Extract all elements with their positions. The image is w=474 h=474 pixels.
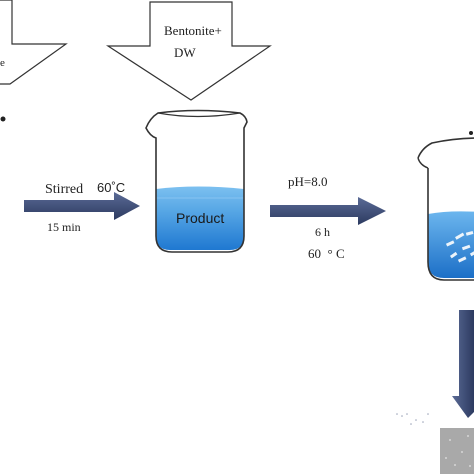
- beaker-1: [145, 109, 248, 253]
- step1-condition: Stirred: [45, 182, 84, 197]
- center-input-line2: DW: [174, 45, 196, 60]
- beaker-1-label: Product: [176, 210, 225, 226]
- beaker-1-liquid: [156, 186, 244, 250]
- process-arrow-2: [270, 197, 386, 225]
- marker-dot: [0, 116, 6, 122]
- center-input-arrow: [105, 1, 272, 101]
- beaker-2-glass: [417, 137, 474, 281]
- step1-time: 15 min: [47, 220, 81, 234]
- faint-marks: [396, 413, 429, 425]
- step2-temperature: 60 ° C: [308, 246, 345, 261]
- process-arrow-1: [24, 192, 140, 220]
- step1-temperature: 60˚C: [97, 180, 126, 195]
- final-product-block: [440, 428, 474, 474]
- step2-time: 6 h: [315, 225, 330, 239]
- beaker-2: [417, 131, 474, 281]
- left-input-arrow: [0, 0, 68, 85]
- step2-ph: pH=8.0: [288, 174, 328, 189]
- clay-particles: [445, 230, 474, 263]
- left-input-text: e: [0, 57, 5, 69]
- center-input-line1: Bentonite+: [164, 23, 222, 38]
